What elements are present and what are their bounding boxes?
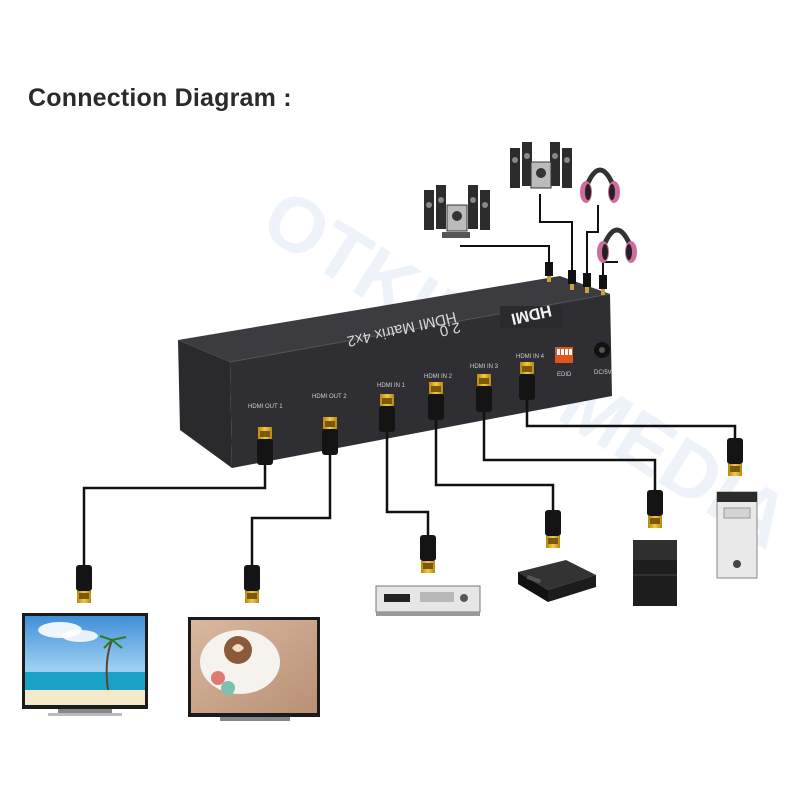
port-label-out-2: HDMI OUT 2 bbox=[312, 394, 347, 400]
edid-switch: EDID bbox=[555, 347, 573, 378]
dvd-player-icon bbox=[375, 585, 481, 616]
power-label: DC/5V bbox=[594, 370, 612, 376]
audio-plugs bbox=[545, 262, 607, 295]
diagram-title: Connection Diagram : bbox=[28, 84, 292, 112]
tv-icon bbox=[22, 613, 148, 716]
edid-label: EDID bbox=[557, 372, 572, 378]
port-label-in-3: HDMI IN 3 bbox=[470, 364, 499, 370]
hdmi-cables bbox=[82, 194, 737, 565]
power-jack: DC/5V bbox=[594, 342, 612, 376]
pc-tower-icon bbox=[716, 491, 758, 579]
speaker-system-icon bbox=[510, 142, 572, 189]
headphones-icon bbox=[580, 167, 620, 203]
game-console-icon bbox=[633, 540, 677, 606]
set-top-box-icon bbox=[518, 560, 596, 602]
port-label-in-2: HDMI IN 2 bbox=[424, 374, 453, 380]
speaker-system-icon bbox=[424, 185, 490, 238]
device-version: 2.0 bbox=[438, 318, 462, 339]
port-labels: HDMI OUT 1 HDMI OUT 2 HDMI IN 1 HDMI IN … bbox=[248, 354, 545, 410]
port-label-in-1: HDMI IN 1 bbox=[377, 383, 406, 389]
hdmi-logo: HDMI bbox=[500, 301, 562, 328]
port-label-out-1: HDMI OUT 1 bbox=[248, 404, 283, 410]
headphones-icon bbox=[597, 227, 637, 263]
port-label-in-4: HDMI IN 4 bbox=[516, 354, 545, 360]
tv-icon bbox=[188, 617, 320, 721]
hdmi-matrix-device: 2.0 HDMI Matrix 4x2 HDMI bbox=[178, 276, 612, 468]
